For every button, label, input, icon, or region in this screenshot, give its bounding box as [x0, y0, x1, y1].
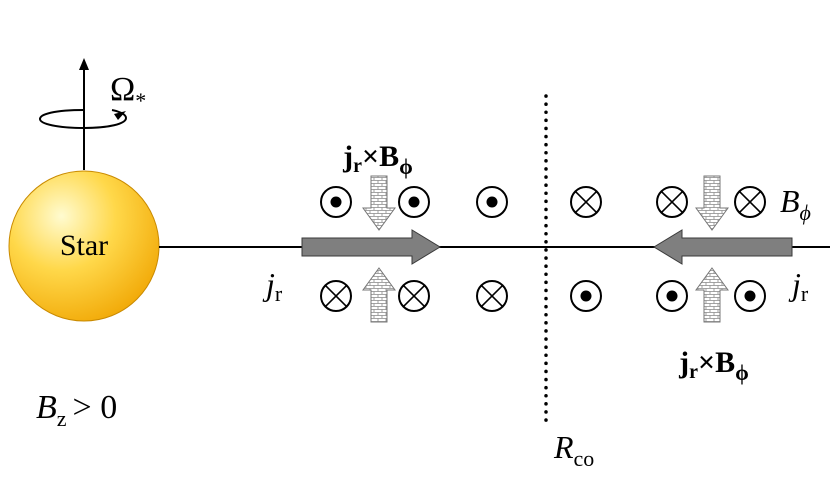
current-arrow-left — [301, 229, 441, 265]
rotation-axis — [79, 58, 89, 170]
b-phi-label: Bϕ — [780, 183, 811, 225]
field-into-page-icon — [656, 186, 688, 218]
field-out-of-page-icon — [398, 186, 430, 218]
field-symbols-top-row — [320, 186, 766, 218]
jr-label-left: jr — [262, 266, 283, 306]
field-symbols-bottom-row — [320, 280, 766, 312]
rotation-arrow-icon — [38, 109, 128, 130]
rco-label: Rco — [553, 429, 594, 471]
force-label-bottom: jr×Bϕ — [678, 346, 749, 385]
field-into-page-icon — [398, 280, 430, 312]
bz-label: Bz> 0 — [36, 389, 117, 431]
field-out-of-page-icon — [734, 280, 766, 312]
force-arrow-top-left — [362, 175, 396, 231]
field-into-page-icon — [476, 280, 508, 312]
field-out-of-page-icon — [656, 280, 688, 312]
force-arrow-bottom-right — [695, 267, 729, 323]
field-into-page-icon — [320, 280, 352, 312]
jr-label-right: jr — [788, 266, 809, 306]
force-arrow-bottom-left — [362, 267, 396, 323]
force-label-top: jr×Bϕ — [342, 140, 413, 179]
field-out-of-page-icon — [570, 280, 602, 312]
field-into-page-icon — [734, 186, 766, 218]
star-label: Star — [60, 229, 108, 262]
field-into-page-icon — [570, 186, 602, 218]
current-arrow-right — [653, 229, 793, 265]
force-arrow-top-right — [695, 175, 729, 231]
field-out-of-page-icon — [320, 186, 352, 218]
field-out-of-page-icon — [476, 186, 508, 218]
omega-label: Ω* — [110, 71, 146, 113]
